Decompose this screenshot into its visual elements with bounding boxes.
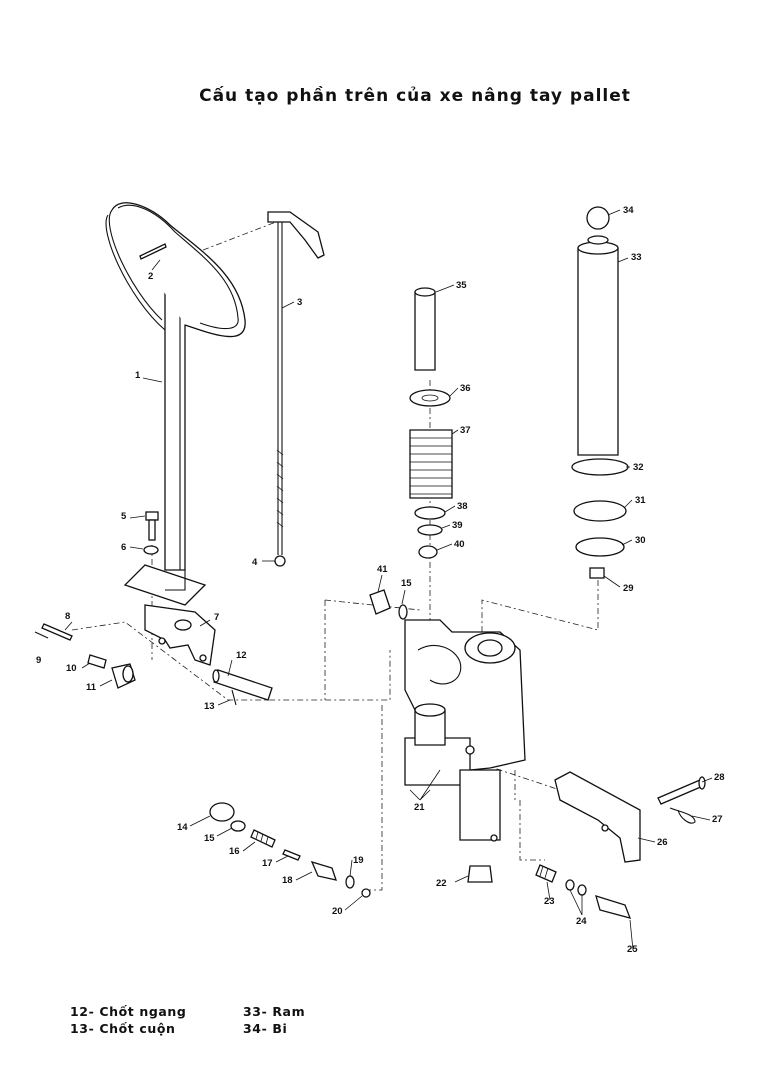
label-10: 10 xyxy=(66,663,77,674)
label-41: 41 xyxy=(377,564,388,575)
bolt-and-washer xyxy=(143,511,159,555)
pump-housing xyxy=(404,619,526,842)
label-16: 16 xyxy=(229,846,240,857)
label-5: 5 xyxy=(121,511,127,522)
label-17: 17 xyxy=(262,858,273,869)
label-26: 26 xyxy=(657,837,668,848)
label-4: 4 xyxy=(252,557,258,568)
cross-pin xyxy=(212,669,273,706)
label-13: 13 xyxy=(204,701,215,712)
label-29: 29 xyxy=(623,583,634,594)
label-9: 9 xyxy=(36,655,41,666)
label-28: 28 xyxy=(714,772,725,783)
label-8: 8 xyxy=(65,611,70,622)
lever-pin xyxy=(657,776,706,824)
label-23: 23 xyxy=(544,896,555,907)
release-valve xyxy=(535,864,632,919)
label-3: 3 xyxy=(297,297,302,308)
label-27: 27 xyxy=(712,814,723,825)
legend-right: 33- Ram 34- Bi xyxy=(243,1003,305,1037)
pull-rod xyxy=(267,211,325,567)
label-32: 32 xyxy=(633,462,644,473)
release-lever xyxy=(554,771,641,863)
assembly-lines xyxy=(71,221,599,891)
leader-lines xyxy=(64,209,713,951)
legend-item: 12- Chốt ngang xyxy=(70,1004,187,1019)
plug xyxy=(369,589,408,620)
label-15a: 15 xyxy=(204,833,215,844)
label-15b: 15 xyxy=(401,578,412,589)
label-25: 25 xyxy=(627,944,638,955)
label-20: 20 xyxy=(332,906,343,917)
label-1: 1 xyxy=(135,370,141,381)
label-38: 38 xyxy=(457,501,468,512)
label-31: 31 xyxy=(635,495,646,506)
legend-item: 13- Chốt cuộn xyxy=(70,1021,176,1036)
part-labels: 1 2 3 4 5 6 7 8 9 10 11 12 13 14 15 15 1… xyxy=(36,205,725,955)
label-19: 19 xyxy=(353,855,364,866)
label-12: 12 xyxy=(236,650,247,661)
legend-item: 33- Ram xyxy=(243,1004,306,1019)
label-14: 14 xyxy=(177,822,188,833)
legend-item: 34- Bi xyxy=(243,1021,288,1036)
label-6: 6 xyxy=(121,542,126,553)
valve-assembly xyxy=(209,802,371,898)
label-11: 11 xyxy=(86,682,97,693)
label-37: 37 xyxy=(460,425,471,436)
label-40: 40 xyxy=(454,539,465,550)
handle-base-block xyxy=(144,604,216,666)
label-36: 36 xyxy=(460,383,471,394)
label-35: 35 xyxy=(456,280,467,291)
page-title: Cấu tạo phần trên của xe nâng tay pallet xyxy=(199,86,631,106)
label-18: 18 xyxy=(282,875,293,886)
label-21: 21 xyxy=(414,802,425,813)
label-34: 34 xyxy=(623,205,634,216)
label-2: 2 xyxy=(148,271,153,282)
label-7: 7 xyxy=(214,612,219,623)
label-24: 24 xyxy=(576,916,587,927)
bottom-plug xyxy=(467,865,493,883)
axle-pins xyxy=(34,623,136,689)
label-22: 22 xyxy=(436,878,447,889)
label-30: 30 xyxy=(635,535,646,546)
label-33: 33 xyxy=(631,252,642,263)
label-39: 39 xyxy=(452,520,463,531)
roll-pin xyxy=(139,243,167,260)
ram-cylinder xyxy=(571,206,629,579)
legend-left: 12- Chốt ngang 13- Chốt cuộn xyxy=(70,1003,186,1037)
handle-tube xyxy=(105,202,246,606)
pump-piston-stack xyxy=(409,287,453,559)
